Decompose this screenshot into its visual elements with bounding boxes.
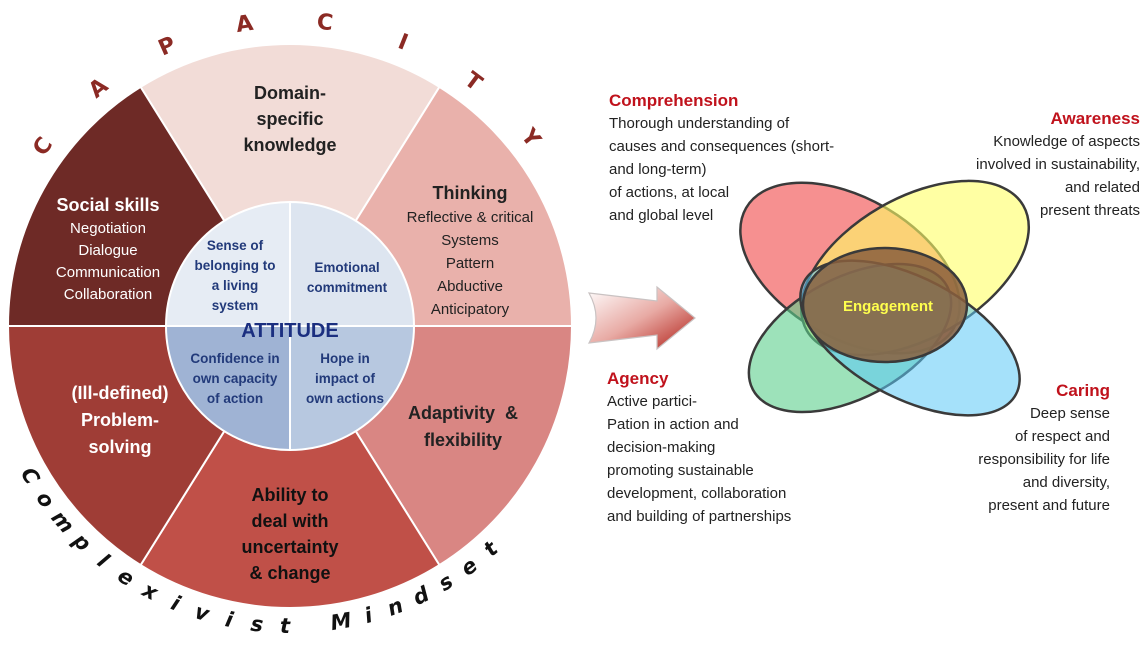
arc-letter: l [93, 549, 114, 573]
engagement-label: Engagement [843, 298, 933, 315]
segment-uncertainty-label: Ability to deal with uncertainty & chang… [241, 485, 339, 583]
arc-letter: T [459, 67, 486, 96]
inner-belonging-label: Sense of belonging to a living system [194, 238, 276, 313]
arc-letter: o [31, 487, 59, 513]
arc-letter: A [234, 11, 255, 38]
agency-title: Agency [607, 369, 669, 388]
segment-social-skills-label: Social skills Negotiation Dialogue Commu… [55, 195, 161, 303]
inner-quadrant-hope [289, 325, 416, 452]
arc-letter: t [280, 614, 291, 638]
arc-letter: s [434, 569, 457, 596]
inner-quadrant-belonging [164, 200, 291, 327]
arc-letter: C [28, 133, 58, 161]
awareness-title: Awareness [1050, 109, 1140, 128]
capacity-segments [6, 43, 574, 609]
segment-domain-label: Domain- specific knowledge [243, 83, 337, 155]
arc-letter: I [394, 30, 411, 56]
arc-letter: v [192, 599, 213, 626]
segment-adaptivity-label: Adaptivity & flexibility [407, 403, 518, 450]
arc-letter: M [329, 608, 354, 635]
transition-arrow [587, 285, 696, 351]
arc-letter: P [155, 32, 180, 61]
capacity-arc-label: C A P A C I TY [28, 10, 545, 161]
segment-problem-solving-label: (Ill-defined) Problem- solving [71, 383, 169, 457]
arc-letter: t [479, 536, 503, 561]
arc-letter: e [113, 563, 138, 591]
arc-letter: p [68, 528, 96, 556]
segment-domain [139, 43, 441, 328]
arc-letter: i [362, 603, 376, 628]
segment-thinking-label: Thinking Reflective & critical Systems P… [406, 183, 534, 318]
arc-letter: C [315, 10, 334, 37]
arc-letter: A [84, 73, 113, 103]
attitude-label: ATTITUDE [241, 320, 339, 342]
arc-letter: n [384, 593, 406, 621]
comprehension-block: Comprehension Thorough understanding of … [609, 91, 835, 224]
inner-hope-label: Hope in impact of own actions [305, 351, 384, 406]
arc-letter: i [223, 607, 236, 632]
attitude-circle [164, 200, 416, 452]
inner-confidence-label: Confidence in own capacity of action [190, 351, 280, 406]
awareness-block: Awareness Knowledge of aspects involved … [976, 109, 1140, 219]
arc-letter: s [249, 612, 264, 637]
arc-letter: x [138, 577, 163, 606]
arc-letter: C [16, 463, 45, 489]
arc-letter: Y [515, 123, 546, 153]
caring-block: Caring Deep sense of respect and respons… [978, 381, 1110, 514]
engagement-venn-diagram: Engagement [739, 179, 1031, 417]
inner-quadrant-emotional [289, 200, 416, 327]
inner-emotional-label: Emotional commitment [306, 260, 388, 295]
agency-block: Agency Active partici- Pation in action … [607, 369, 792, 525]
arc-letter: i [168, 591, 185, 616]
venn-engagement-ellipse [801, 246, 969, 364]
inner-quadrant-confidence [164, 325, 291, 452]
arc-letter: d [409, 581, 434, 610]
caring-title: Caring [1056, 381, 1110, 400]
arc-letter: m [46, 506, 78, 538]
comprehension-title: Comprehension [609, 91, 739, 110]
arc-letter: e [456, 553, 482, 581]
segment-uncertainty [139, 324, 441, 609]
